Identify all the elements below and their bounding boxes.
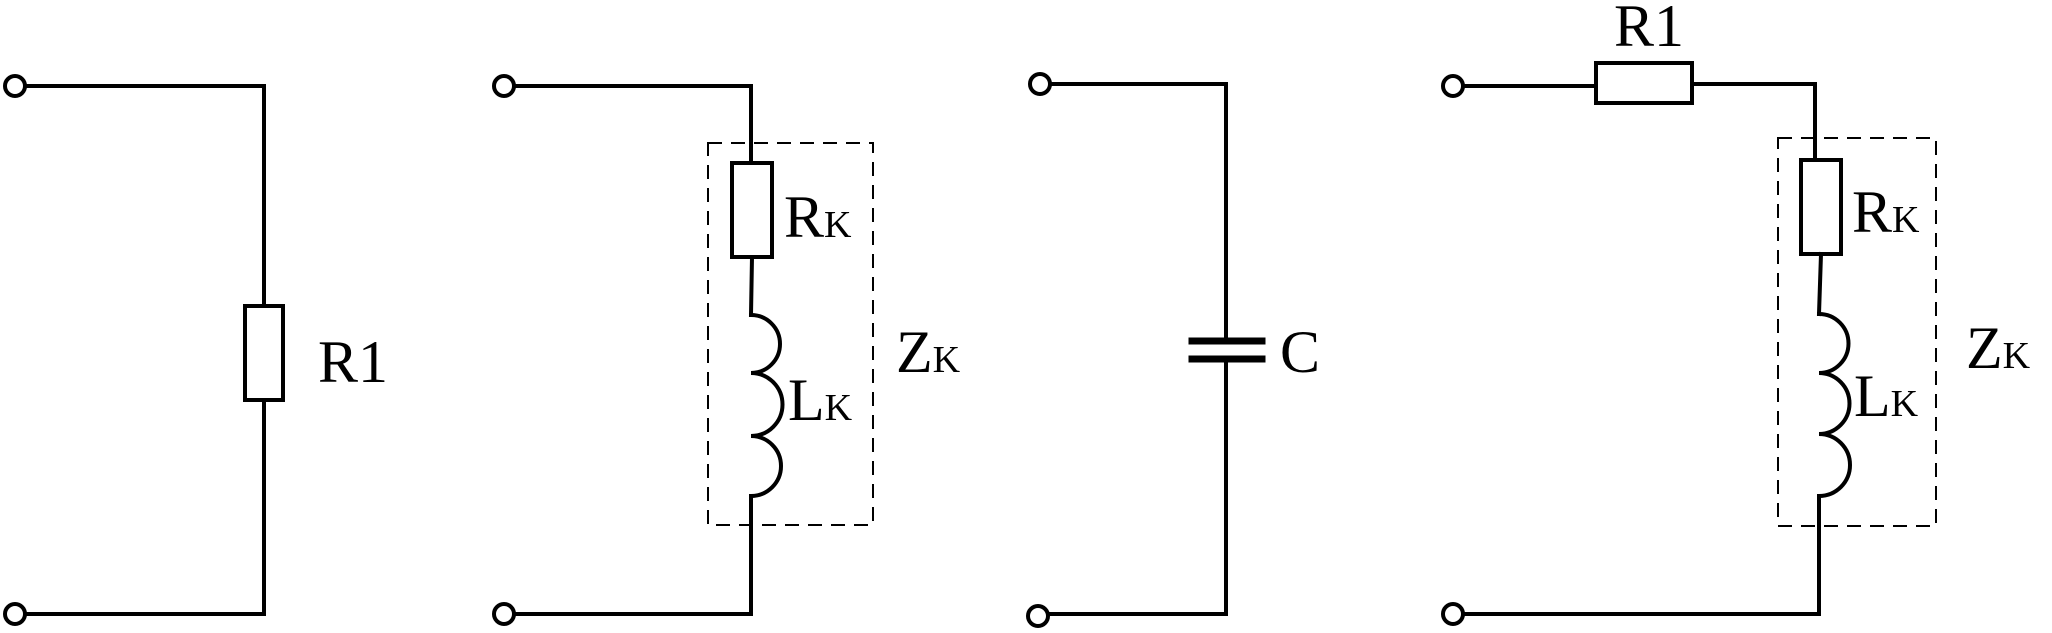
resistor-rk <box>730 161 774 259</box>
resistor-r1 <box>1594 61 1694 105</box>
terminal-bottom <box>3 602 27 626</box>
wire-rk-lk <box>748 254 755 318</box>
wire-bottom <box>1046 357 1228 616</box>
resistor-r1-label: R1 <box>1614 0 1684 59</box>
resistor-r1 <box>243 304 285 402</box>
circuit-3-capacitor: C <box>1026 72 1320 628</box>
wire-top <box>1048 82 1228 343</box>
circuit-4-series: R1 RK LK ZK <box>1441 0 2031 626</box>
impedance-zk-label: ZK <box>1966 315 2031 381</box>
impedance-zk-box <box>707 142 874 526</box>
wire-top <box>512 84 753 165</box>
terminal-bottom <box>1026 604 1050 628</box>
terminal-top <box>492 74 516 98</box>
resistor-r1-label: R1 <box>318 329 388 395</box>
terminal-top <box>3 74 27 98</box>
inductor-lk <box>748 312 785 499</box>
impedance-zk-label: ZK <box>896 319 961 385</box>
terminal-bottom <box>1441 602 1465 626</box>
wire-bottom <box>512 494 753 616</box>
circuit-1-resistor: R1 <box>3 74 388 626</box>
wire-bottom <box>23 398 266 616</box>
terminal-top <box>1441 74 1465 98</box>
inductor-lk <box>1816 311 1852 499</box>
wire-rk-lk <box>1816 251 1824 317</box>
impedance-zk-box <box>1777 137 1937 527</box>
terminal-top <box>1028 72 1052 96</box>
inductor-lk-label: LK <box>1854 363 1919 429</box>
capacitor-c-label: C <box>1280 319 1320 385</box>
inductor-lk-label: LK <box>788 367 853 433</box>
circuit-2-coil-impedance: RK LK ZK <box>492 74 961 626</box>
resistor-rk-label: RK <box>784 184 852 250</box>
wire-top-right <box>1690 82 1817 162</box>
terminal-bottom <box>492 602 516 626</box>
resistor-rk <box>1799 158 1843 256</box>
resistor-rk-label: RK <box>1852 179 1920 245</box>
wire-top <box>23 84 266 308</box>
wire-bottom <box>1461 494 1821 616</box>
